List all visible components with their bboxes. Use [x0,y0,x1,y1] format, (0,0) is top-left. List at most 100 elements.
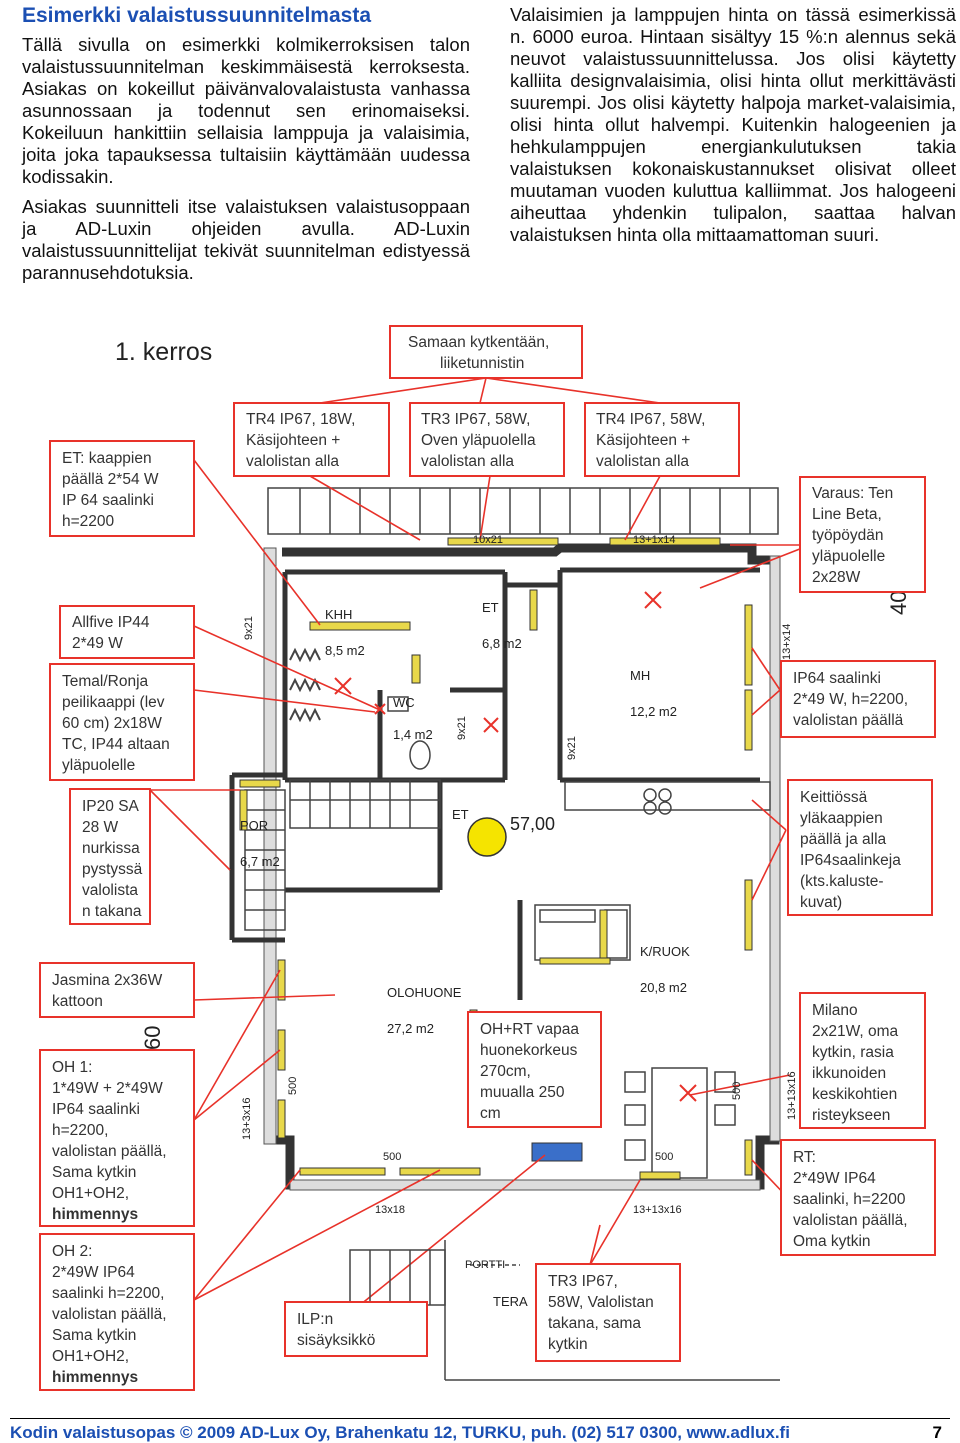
callout-oh2: OH 2: 2*49W IP64 saalinki h=2200, valoli… [39,1233,195,1391]
callout-varaus: Varaus: Ten Line Beta, työpöydän yläpuol… [799,476,926,593]
callout-tr3: TR3 IP67, 58W, Oven yläpuolella valolist… [409,402,565,477]
dimension-label: 9x21 [456,716,468,740]
callout-line: liiketunnistin [440,355,524,372]
callout-line: 1*49W + 2*49W [52,1080,163,1097]
callout-line: Line Beta, [812,506,882,523]
callout-line: risteykseen [812,1107,890,1124]
callout-line: päällä ja alla [800,831,887,848]
room-name: OLOHUONE [387,985,462,1000]
price-column: Valaisimien ja lamppujen hinta on tässä … [510,4,956,254]
callout-et: ET: kaappien päällä 2*54 W IP 64 saalink… [49,440,195,537]
dimension-label: 13+13x16 [633,1204,682,1216]
room-name: KHH [325,607,352,622]
callout-line: TR4 IP67, 18W, [246,411,355,428]
callout-line: (kts.kaluste- [800,873,884,890]
callout-line: Varaus: Ten [812,485,893,502]
callout-line: cm [480,1105,501,1122]
callout-tr4b: TR4 IP67, 58W, Käsijohteen + valolistan … [584,402,740,477]
callout-line: IP64saalinkeja [800,852,901,869]
callout-line: Käsijohteen + [596,432,690,449]
callout-line: OH1+OH2, [52,1185,129,1202]
callout-line: valolistan alla [421,453,514,470]
callout-line: valolistan alla [596,453,689,470]
room-area: 1,4 m2 [393,727,433,742]
callout-keittio: Keittiössä yläkaappien päällä ja alla IP… [787,779,933,916]
callout-ip20: IP20 SA 28 W nurkissa pystyssä valolista… [69,788,151,925]
room-area: 6,7 m2 [240,854,280,869]
callout-line: kuvat) [800,894,842,911]
callout-line: saalinki, h=2200 [793,1191,906,1208]
room-name: K/RUOK [640,944,690,959]
dimension-label: 13+x14 [781,624,793,660]
floor-plan: KHH 8,5 m2 ET 6,8 m2 MH 12,2 m2 WC 1,4 m… [39,325,936,1391]
dimension-label: 500 [287,1077,299,1095]
stairs-interior [244,647,441,931]
price-paragraph: Valaisimien ja lamppujen hinta on tässä … [510,4,956,245]
callout-line: Oma kytkin [793,1233,871,1250]
callout-line: Sama kytkin [52,1327,136,1344]
kitchen-counter [534,781,771,961]
callout-tr4a: TR4 IP67, 18W, Käsijohteen + valolistan … [233,402,390,477]
dimension-label: 500 [655,1151,673,1163]
wc-fixtures [387,696,431,770]
dimension-label: 40 [886,591,911,615]
callout-line: Milano [812,1002,858,1019]
callout-line: OH 1: [52,1059,92,1076]
callout-line: sisäyksikkö [297,1332,375,1349]
callout-jasmina: Jasmina 2x36W kattoon [39,962,195,1018]
callout-line: IP 64 saalinki [62,492,154,509]
callout-ip64: IP64 saalinki 2*49 W, h=2200, valolistan… [780,660,936,738]
callout-line: 60 cm) 2x18W [62,715,162,732]
callout-oh1: OH 1: 1*49W + 2*49W IP64 saalinki h=2200… [39,1049,195,1227]
callout-line: yläkaappien [800,810,883,827]
callout-line: 2x21W, oma [812,1023,899,1040]
callout-line: himmennys [52,1369,138,1386]
light-bars [239,537,753,1180]
dimension-label: 500 [731,1082,743,1100]
terrace-label: TERA [493,1294,528,1309]
callout-line: OH1+OH2, [52,1348,129,1365]
gate-label: PORTTI [465,1259,505,1271]
callout-line: Käsijohteen + [246,432,340,449]
callout-line: himmennys [52,1206,138,1223]
callout-ohrt: OH+RT vapaa huonekorkeus 270cm, muualla … [467,1011,602,1128]
callout-line: Samaan kytkentään, [408,334,549,351]
callout-line: Allfive IP44 [72,614,150,631]
callout-line: 2*49 W [72,635,123,652]
callout-line: 2*49W IP64 [793,1170,876,1187]
callout-line: 2x28W [812,569,861,586]
callout-ilp: ILP:n sisäyksikkö [284,1301,428,1357]
page-number: 7 [932,1423,942,1442]
callout-line: valolistan päällä, [793,1212,908,1229]
room-area: 27,2 m2 [387,1021,434,1036]
callout-line: 2*49W IP64 [52,1264,135,1281]
dimension-label: 13+3x16 [241,1097,253,1140]
callout-line: peilikaappi (lev [62,694,165,711]
callout-line: 58W, Valolistan [548,1294,654,1311]
callout-line: valolistan päällä, [52,1306,167,1323]
callout-line: ikkunoiden [812,1065,886,1082]
callout-line: saalinki h=2200, [52,1285,164,1302]
callout-line: Jasmina 2x36W [52,972,163,989]
callout-samaan: Samaan kytkentään, liiketunnistin [389,325,583,379]
callout-line: ILP:n [297,1311,333,1328]
fixture-markers [334,591,697,1102]
inner-walls [229,567,760,1000]
room-name: POR [240,818,268,833]
room-name: MH [630,668,650,683]
callout-line: valolistan päällä, [52,1143,167,1160]
page-footer: Kodin valaistusopas © 2009 AD-Lux Oy, Br… [10,1418,950,1443]
dimension-label: 13+13x16 [786,1071,798,1120]
intro-paragraph-1: Tällä sivulla on esimerkki kolmikerroksi… [22,34,470,187]
et-lamp-icon [467,817,507,857]
callout-line: kytkin [548,1336,588,1353]
dimension-label: 13+1x14 [633,534,676,546]
callout-line: Sama kytkin [52,1164,136,1181]
callout-line: h=2200 [62,513,115,530]
callout-line: IP64 saalinki [793,670,881,687]
callout-line: kytkin, rasia [812,1044,894,1061]
callout-line: n takana [82,903,142,920]
callout-rt: RT: 2*49W IP64 saalinki, h=2200 valolist… [780,1139,936,1256]
room-area: 8,5 m2 [325,643,365,658]
intro-paragraph-2: Asiakas suunnitteli itse valaistuksen va… [22,196,470,283]
